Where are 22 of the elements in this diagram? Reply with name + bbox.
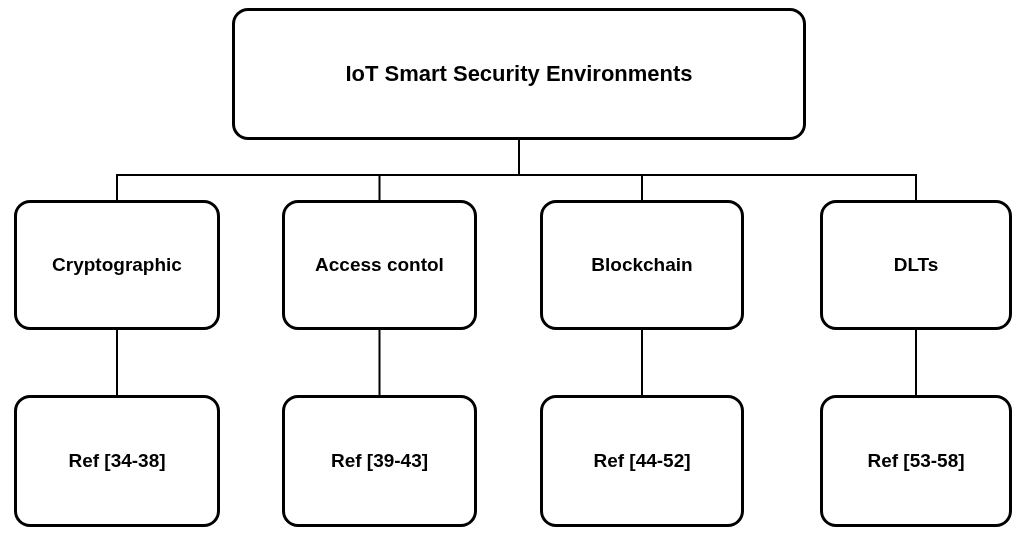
node-label: Cryptographic: [52, 253, 182, 277]
reference-box: [540, 395, 744, 527]
category-box: [14, 200, 220, 330]
reference-box: [820, 395, 1012, 527]
reference-box: [14, 395, 220, 527]
node-label: IoT Smart Security Environments: [345, 60, 693, 88]
category-box: [282, 200, 477, 330]
node-label: DLTs: [893, 253, 939, 277]
connector-line: [915, 329, 917, 396]
connector-line: [378, 329, 381, 396]
node-label: Ref [39-43]: [330, 448, 429, 473]
connector-line: [641, 329, 643, 396]
node-label: Access contol: [315, 253, 444, 277]
root-box: [232, 8, 806, 140]
node-label: Ref [53-58]: [867, 448, 965, 473]
reference-box: [282, 395, 477, 527]
category-box: [540, 200, 744, 330]
node-label: Ref [44-52]: [593, 448, 691, 473]
node-label: Blockchain: [591, 253, 693, 277]
connector-line: [116, 329, 118, 396]
category-box: [820, 200, 1012, 330]
node-label: Ref [34-38]: [68, 448, 166, 473]
